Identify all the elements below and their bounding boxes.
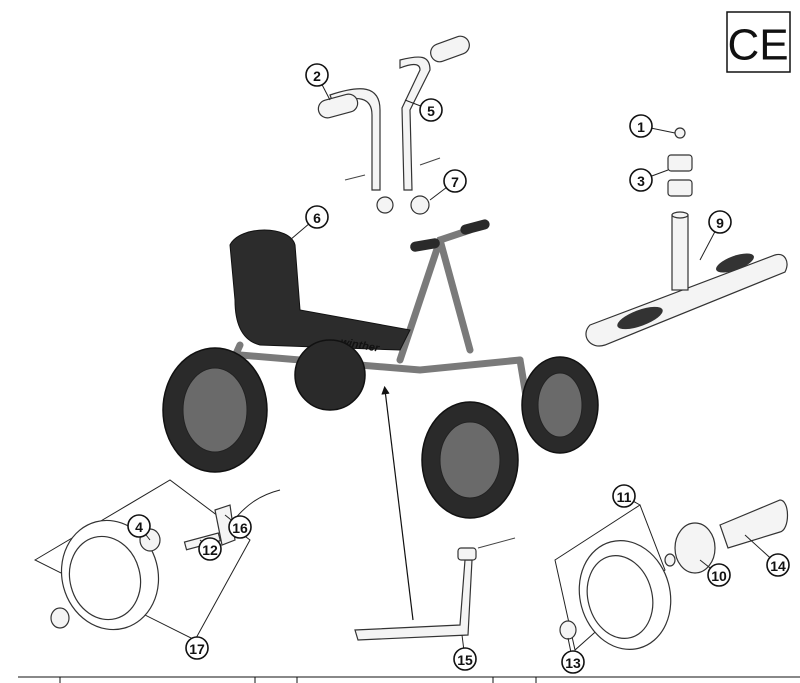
callout-number: 10: [711, 568, 727, 584]
callout-number: 9: [716, 215, 724, 231]
callout-17: 17: [185, 636, 209, 660]
handlebar-assembly: [317, 35, 470, 215]
callout-15: 15: [453, 634, 477, 671]
callout-number: 15: [457, 652, 473, 668]
callout-number: 12: [202, 542, 218, 558]
callout-12: 12: [198, 537, 222, 561]
callout-number: 6: [313, 210, 321, 226]
callout-circle: [305, 63, 329, 87]
wheel-kit-left: [33, 479, 281, 641]
bottom-rule: [18, 676, 800, 683]
callout-10: 10: [699, 559, 731, 587]
callout-number: 16: [232, 520, 248, 536]
callout-1: 1: [629, 114, 676, 138]
callout-4: 4: [127, 514, 151, 541]
callout-circle: [198, 537, 222, 561]
callout-circle: [629, 114, 653, 138]
callout-5: 5: [404, 98, 443, 122]
callout-number: 1: [637, 119, 645, 135]
callout-11: 11: [612, 484, 641, 508]
callout-number: 2: [313, 68, 321, 84]
callout-number: 13: [565, 655, 581, 671]
callout-circle: [708, 210, 732, 234]
callout-number: 14: [770, 558, 786, 574]
callout-circle: [228, 515, 252, 539]
wheel-kit-right: [554, 499, 789, 651]
callout-number: 3: [637, 173, 645, 189]
callout-circle: [127, 514, 151, 538]
callout-13: 13: [561, 637, 585, 674]
callout-number: 4: [135, 519, 143, 535]
callout-7: 7: [429, 169, 467, 201]
ce-mark: CE: [726, 11, 791, 73]
callout-circle: [443, 169, 467, 193]
callout-3: 3: [629, 168, 669, 192]
callout-circle: [305, 205, 329, 229]
callout-circle: [707, 563, 731, 587]
callout-number: 17: [189, 641, 205, 657]
callout-number: 11: [617, 489, 632, 505]
ce-mark-text: CE: [727, 21, 788, 70]
pedal-crank: [354, 385, 516, 641]
callout-number: 7: [451, 174, 459, 190]
callout-number: 5: [427, 103, 435, 119]
callout-2: 2: [305, 63, 331, 101]
go-kart-assembled: winther: [162, 219, 599, 519]
callout-circle: [629, 168, 653, 192]
callout-circle: [561, 650, 585, 674]
callout-circle: [612, 484, 636, 508]
callout-circle: [185, 636, 209, 660]
callout-6: 6: [289, 205, 329, 241]
callout-16: 16: [224, 514, 252, 539]
callout-circle: [766, 553, 790, 577]
callout-circle: [419, 98, 443, 122]
callout-9: 9: [699, 210, 732, 261]
callout-14: 14: [744, 534, 790, 577]
rear-axle-beam: [585, 127, 788, 347]
callout-circle: [453, 647, 477, 671]
